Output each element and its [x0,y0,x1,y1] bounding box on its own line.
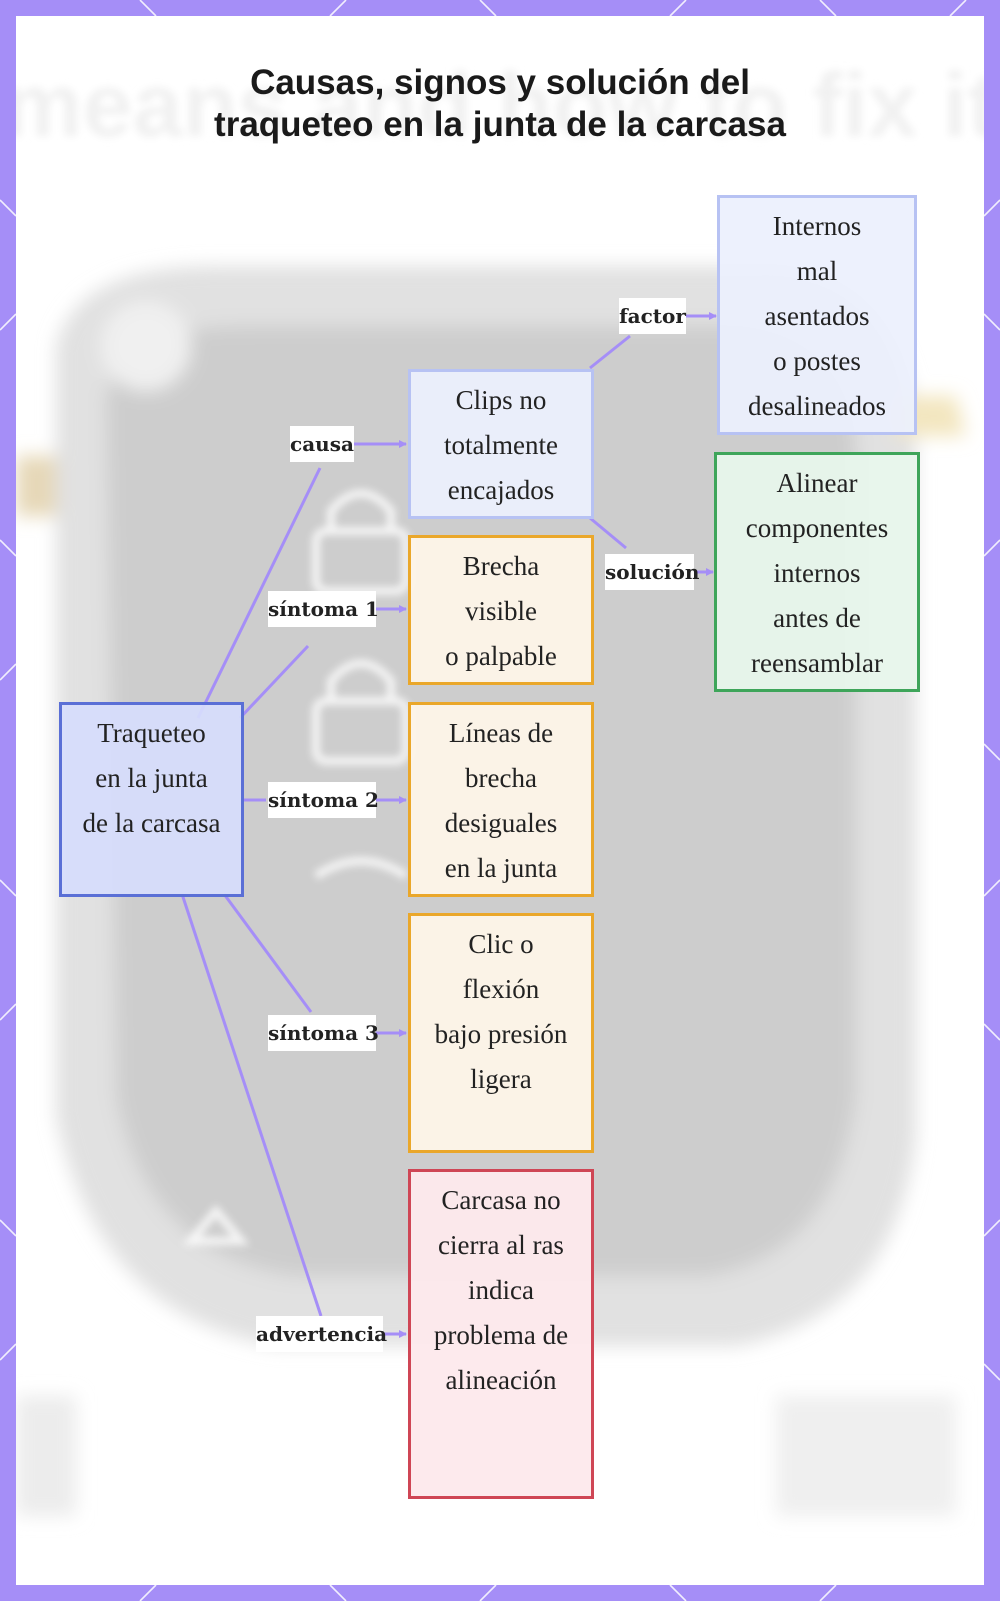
node-symptom-2: Líneas de brecha desiguales en la junta [408,702,594,897]
diagram-title: Causas, signos y solución del traqueteo … [16,62,984,146]
edge-solution [589,516,713,572]
node-root-rattle: Traqueteo en la junta de la carcasa [59,702,244,897]
edge-label-cause: causa [290,426,354,462]
node-cause-clips: Clips no totalmente encajados [408,369,594,519]
node-symptom-3: Clic o flexión bajo presión ligera [408,913,594,1153]
edge-label-warning: advertencia [256,1316,387,1352]
edge-warning [180,893,406,1334]
node-warning-text: Carcasa no cierra al ras indica problema… [433,1185,569,1395]
edge-symptom1 [238,609,406,720]
node-symptom-3-text: Clic o flexión bajo presión ligera [434,929,568,1094]
node-solution-text: Alinear componentes internos antes de re… [745,468,889,678]
edge-symptom3 [222,893,406,1033]
title-line-2: traqueteo en la junta de la carcasa [214,105,786,144]
edge-label-symptom-1: síntoma 1 [268,591,379,627]
svg-text:means and how to fix it: means and how to fix it [16,56,984,156]
node-warning: Carcasa no cierra al ras indica problema… [408,1169,594,1499]
node-cause-text: Clips no totalmente encajados [444,385,558,505]
edge-factor [589,316,716,370]
edges-layer [180,16,984,1585]
node-solution-align: Alinear componentes internos antes de re… [714,452,920,692]
node-symptom-1: Brecha visible o palpable [408,535,594,685]
edge-label-symptom-3: síntoma 3 [268,1015,379,1051]
node-symptom-1-text: Brecha visible o palpable [445,551,557,671]
title-line-1: Causas, signos y solución del [250,63,750,102]
node-factor-text: Internos mal asentados o postes desaline… [748,211,886,421]
node-factor-internals: Internos mal asentados o postes desaline… [717,195,917,435]
diagram-canvas: means and how to fix it Causas, signos y… [16,16,984,1585]
node-root-text: Traqueteo en la junta de la carcasa [82,718,221,838]
node-symptom-2-text: Líneas de brecha desiguales en la junta [444,718,558,883]
edge-cause [196,444,406,719]
edge-label-symptom-2: síntoma 2 [268,782,379,818]
edge-label-solution: solución [605,554,699,590]
edge-label-factor: factor [619,298,686,334]
